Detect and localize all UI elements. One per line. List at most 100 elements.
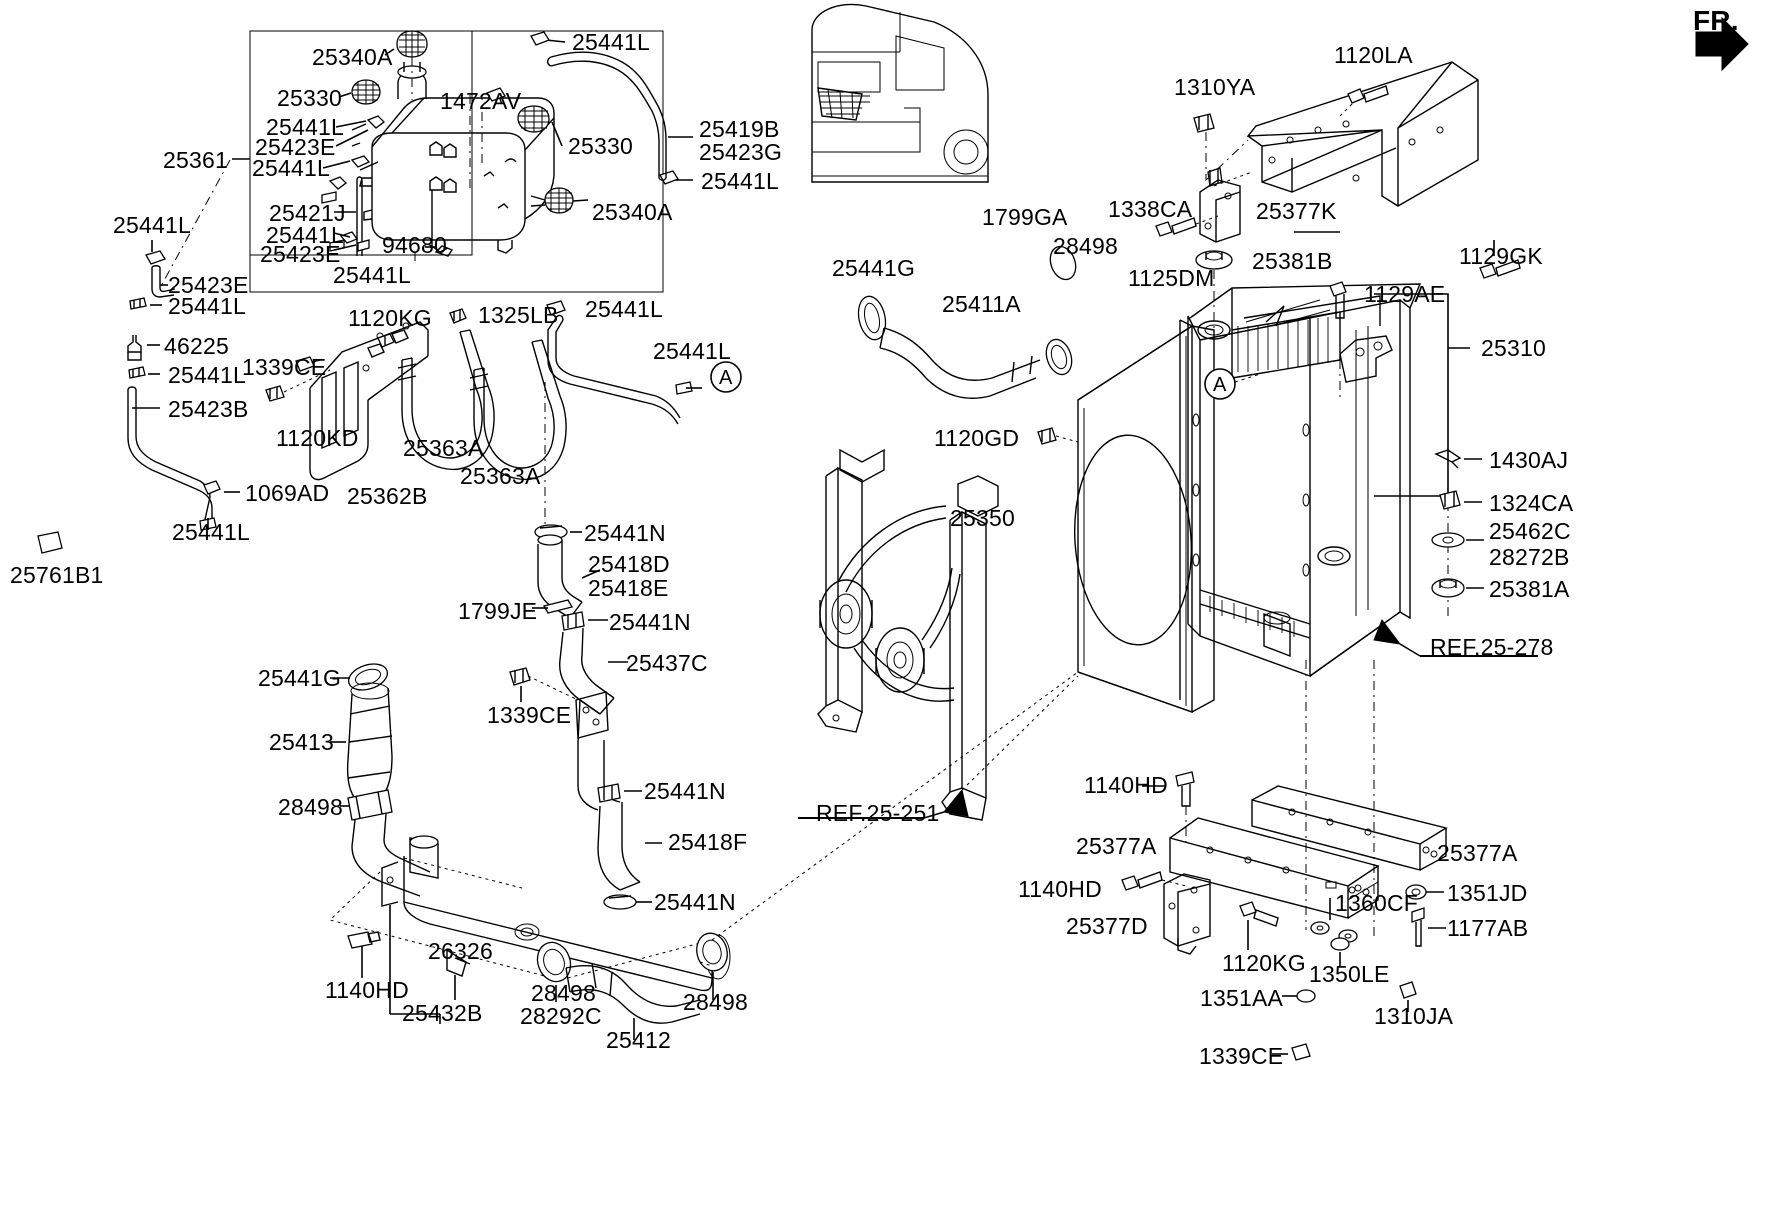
part-label-25441n-a: 25441N (584, 520, 666, 546)
callout-letter-a-left: A (719, 367, 733, 389)
part-label-1125dm: 1125DM (1128, 265, 1215, 291)
part-label-25363a-a: 25363A (403, 435, 484, 461)
ref-label-25-278: REF.25-278 (1430, 634, 1553, 660)
mount-frame-top-right (1155, 61, 1521, 400)
fan-belt-assembly (817, 427, 1079, 821)
part-label-25363a-b: 25363A (460, 463, 541, 489)
reservoir-tank (321, 30, 574, 257)
reservoir-leaders (159, 31, 693, 289)
right-fastener-stack (1373, 449, 1538, 657)
part-label-25432b: 25432B (402, 1000, 483, 1026)
part-label-1310ya: 1310YA (1174, 74, 1256, 100)
part-label-28498-b: 28498 (531, 980, 596, 1006)
lower-left-assembly (329, 663, 731, 1024)
part-label-25441n-b: 25441N (609, 609, 691, 635)
part-label-25421j: 25421J (269, 200, 346, 226)
part-label-25462c: 25462C (1489, 518, 1571, 544)
part-label-25310: 25310 (1481, 335, 1546, 361)
part-label-25437c: 25437C (626, 650, 708, 676)
part-label-25441l-c: 25441L (266, 222, 344, 248)
part-label-28498-c: 28498 (683, 989, 748, 1015)
part-label-1325lb: 1325LB (478, 302, 559, 328)
part-label-25423b: 25423B (168, 396, 249, 422)
part-label-25423e-a: 25423E (255, 134, 336, 160)
part-label-1360cf: 1360CF (1335, 890, 1419, 916)
part-label-1120kg-a: 1120KG (348, 305, 432, 331)
part-label-25441l-g: 25441L (113, 212, 191, 238)
part-label-25361: 25361 (163, 147, 228, 173)
part-label-25441l-e: 25441L (572, 29, 650, 55)
part-label-25362b: 25362B (347, 483, 428, 509)
part-label-1339ce-a: 1339CE (242, 354, 327, 380)
part-label-25423g: 25423G (699, 139, 783, 165)
part-label-25761b1: 25761B1 (10, 562, 104, 588)
hose-25441l-right (546, 300, 742, 425)
ref-prefix-251: REF. (816, 800, 867, 826)
part-label-1129ae: 1129AE (1364, 281, 1446, 307)
part-label-25340a-lower: 25340A (592, 199, 673, 225)
part-label-25381b: 25381B (1252, 248, 1333, 274)
fr-arrow (1695, 16, 1749, 72)
part-label-25441l-j: 25441L (172, 519, 250, 545)
reservoir-group-box (249, 30, 664, 293)
part-label-25441l-i: 25441L (168, 362, 246, 388)
ref-number-251: 25-251 (866, 800, 940, 826)
part-label-25413: 25413 (269, 729, 334, 755)
part-label-25350: 25350 (950, 505, 1015, 531)
part-label-1140hd-b: 1140HD (1084, 772, 1168, 798)
part-label-1350le: 1350LE (1309, 961, 1390, 987)
part-label-1177ab: 1177AB (1447, 915, 1529, 941)
bracket-25362b (265, 308, 567, 481)
part-label-1339ce-b: 1339CE (487, 702, 572, 728)
part-label-25441l-f: 25441L (701, 168, 779, 194)
part-label-1351jd: 1351JD (1447, 880, 1528, 906)
part-label-25441l-b: 25441L (252, 155, 330, 181)
bottom-right-rails (1121, 660, 1448, 1061)
part-label-1472av: 1472AV (440, 88, 522, 114)
part-label-1120kg-b: 1120KG (1222, 950, 1306, 976)
part-label-1799ga: 1799GA (982, 204, 1068, 230)
part-label-1120gd: 1120GD (934, 425, 1020, 451)
part-label-1069ad: 1069AD (245, 480, 330, 506)
part-label-1324ca: 1324CA (1489, 490, 1574, 516)
part-label-25441n-d: 25441N (654, 889, 736, 915)
ref-25251-arrow (798, 788, 969, 819)
part-label-25381a: 25381A (1489, 576, 1570, 602)
part-label-1799je: 1799JE (458, 598, 538, 624)
center-hose-leaders (532, 531, 662, 903)
part-label-25418d: 25418D (588, 551, 670, 577)
lower-left-leaders (330, 677, 714, 1040)
orientation-marker-fr: FR. (1693, 5, 1739, 36)
part-label-1351aa: 1351AA (1200, 985, 1284, 1011)
part-label-25377k: 25377K (1256, 198, 1337, 224)
part-label-94680: 94680 (382, 232, 447, 258)
part-label-1310ja: 1310JA (1374, 1003, 1454, 1029)
part-label-25441l-a: 25441L (266, 114, 344, 140)
part-label-1120la: 1120LA (1334, 42, 1413, 68)
part-label-28498-a: 28498 (278, 794, 343, 820)
part-label-1129gk: 1129GK (1459, 243, 1543, 269)
part-label-1430aj: 1430AJ (1489, 447, 1569, 473)
part-label-1338ca: 1338CA (1108, 196, 1193, 222)
part-label-46225: 46225 (164, 333, 229, 359)
part-label-25441l-k: 25441L (585, 296, 663, 322)
ref-label-25-251: REF.25-251 (816, 800, 939, 826)
radiator-25310 (1187, 283, 1422, 677)
ref-prefix-278: REF. (1430, 634, 1481, 660)
part-label-26326: 26326 (428, 938, 493, 964)
part-label-1339ce-c: 1339CE (1199, 1043, 1284, 1069)
part-label-1140hd-c: 1140HD (1018, 876, 1102, 902)
callout-letter-a-right: A (1213, 374, 1227, 396)
part-label-25418f: 25418F (668, 829, 748, 855)
radiator-callout-box (1294, 231, 1470, 497)
part-label-1120kd: 1120KD (276, 425, 359, 451)
part-label-25412: 25412 (606, 1027, 671, 1053)
part-label-25330-right: 25330 (568, 133, 633, 159)
part-label-25340a-top: 25340A (312, 44, 393, 70)
construction-lines (711, 400, 1079, 941)
part-label-25418e: 25418E (588, 575, 669, 601)
part-label-25411a: 25411A (942, 291, 1021, 317)
part-label-25377d: 25377D (1066, 913, 1148, 939)
part-label-25441n-c: 25441N (644, 778, 726, 804)
